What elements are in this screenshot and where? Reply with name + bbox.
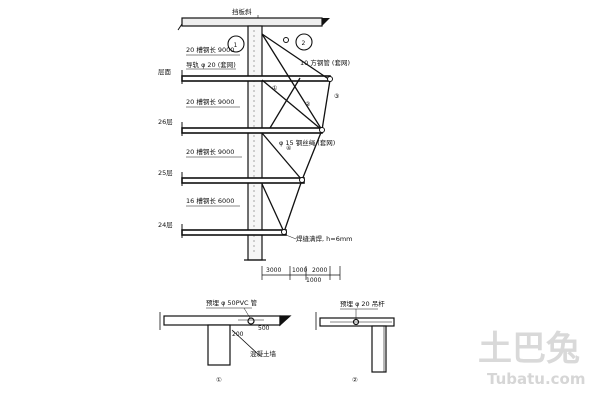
svg-text:2: 2 bbox=[302, 40, 306, 47]
detail-1-drawing bbox=[159, 312, 292, 366]
dim-1000a: 1000 bbox=[292, 267, 307, 274]
detail1-side-dim: 200 bbox=[232, 331, 244, 338]
detail1-dim: 500 bbox=[258, 325, 270, 332]
dim-2000: 2000 bbox=[312, 267, 327, 274]
member-num-2: ② bbox=[305, 101, 311, 108]
svg-text:1: 1 bbox=[234, 42, 238, 49]
label-beam3: 20 槽钢长 9000 bbox=[186, 97, 234, 106]
label-beam4: 20 槽钢长 9000 bbox=[186, 147, 234, 156]
dim-3000: 3000 bbox=[266, 267, 281, 274]
detail-marker-2: 2 bbox=[295, 33, 313, 51]
watermark-logo: 土巴兔 bbox=[478, 329, 580, 369]
label-floor-26: 26层 bbox=[158, 118, 173, 126]
dimension-line bbox=[261, 266, 341, 280]
joint-nodes bbox=[281, 37, 333, 235]
diagonal-braces bbox=[261, 33, 331, 233]
detail1-note: 混凝土墙 bbox=[250, 349, 277, 358]
detail1-caption: ① bbox=[216, 376, 222, 384]
label-top-bar: 挡板斜 bbox=[232, 7, 252, 16]
leader-lines bbox=[186, 54, 242, 207]
member-num-3: ③ bbox=[334, 93, 339, 100]
label-floor-25: 25层 bbox=[158, 169, 173, 177]
detail-marker-1: 1 bbox=[227, 35, 245, 53]
detail-2-drawing bbox=[315, 312, 395, 373]
label-weld: 焊缝满焊, h=6mm bbox=[296, 234, 353, 243]
detail2-caption: ② bbox=[352, 376, 358, 384]
member-num-1: ① bbox=[272, 85, 277, 92]
label-floor-24: 24层 bbox=[158, 221, 173, 229]
label-beam5: 16 槽钢长 6000 bbox=[186, 196, 234, 205]
detail2-top-label: 预埋 φ 20 吊杆 bbox=[340, 299, 385, 308]
label-left-floor: 层面 bbox=[158, 68, 172, 76]
label-beam2: 导轨 φ 20 (套网) bbox=[186, 60, 236, 69]
watermark-url: Tubatu.com bbox=[487, 370, 586, 388]
label-beam1: 20 槽钢长 9000 bbox=[186, 45, 234, 54]
label-right-rod: φ 15 钢丝绳 (套网) bbox=[279, 138, 335, 147]
concrete-column bbox=[244, 25, 266, 261]
dim-1000b: 1000 bbox=[306, 277, 321, 284]
detail1-top-label: 预埋 φ 50PVC 管 bbox=[206, 298, 258, 307]
member-num-4: ④ bbox=[286, 145, 291, 152]
label-right-pipe: 10 方钢管 (套网) bbox=[300, 58, 350, 67]
